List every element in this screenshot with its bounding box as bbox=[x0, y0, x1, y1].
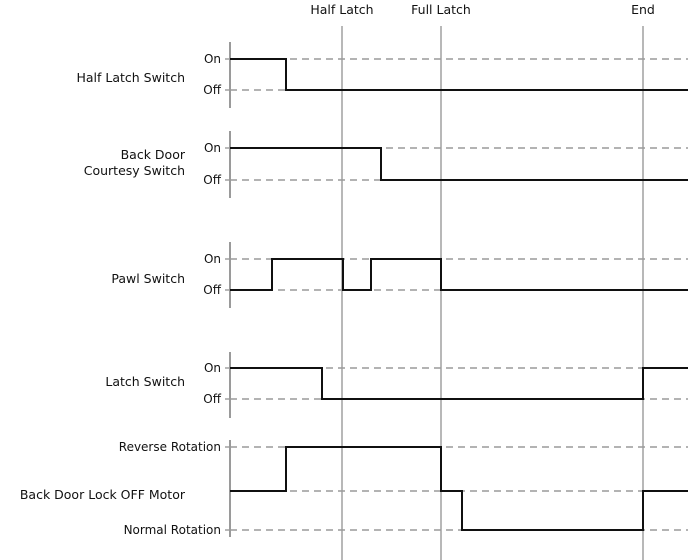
level-label-0-1: Off bbox=[203, 83, 221, 97]
event-label-0: Half Latch bbox=[310, 2, 373, 17]
level-label-1-1: Off bbox=[203, 173, 221, 187]
level-dashes-group bbox=[230, 58, 688, 531]
level-label-2-0: On bbox=[204, 252, 221, 266]
event-labels-group: Half Latch Full Latch End bbox=[310, 2, 655, 17]
waveform-1 bbox=[230, 147, 688, 181]
event-gridlines-group bbox=[341, 26, 644, 560]
row-label-1-line-1: Courtesy Switch bbox=[84, 163, 185, 178]
row-label-0: Half Latch Switch bbox=[76, 70, 185, 85]
waveform-4 bbox=[230, 446, 688, 531]
level-label-0-0: On bbox=[204, 52, 221, 66]
level-label-4-0: Reverse Rotation bbox=[119, 440, 221, 454]
row-label-4: Back Door Lock OFF Motor bbox=[20, 487, 186, 502]
waveform-0 bbox=[230, 58, 688, 91]
level-label-3-1: Off bbox=[203, 392, 221, 406]
level-label-1-0: On bbox=[204, 141, 221, 155]
row-label-1-line-0: Back Door bbox=[121, 147, 186, 162]
row-label-2: Pawl Switch bbox=[111, 271, 185, 286]
waveform-3 bbox=[230, 367, 688, 400]
waveforms-group bbox=[230, 58, 688, 531]
waveform-2 bbox=[230, 258, 688, 291]
row-label-3: Latch Switch bbox=[105, 374, 185, 389]
level-label-3-0: On bbox=[204, 361, 221, 375]
event-label-1: Full Latch bbox=[411, 2, 471, 17]
row-axes-group bbox=[225, 42, 231, 537]
level-label-2-1: Off bbox=[203, 283, 221, 297]
event-label-2: End bbox=[631, 2, 655, 17]
level-label-4-1: Normal Rotation bbox=[124, 523, 221, 537]
